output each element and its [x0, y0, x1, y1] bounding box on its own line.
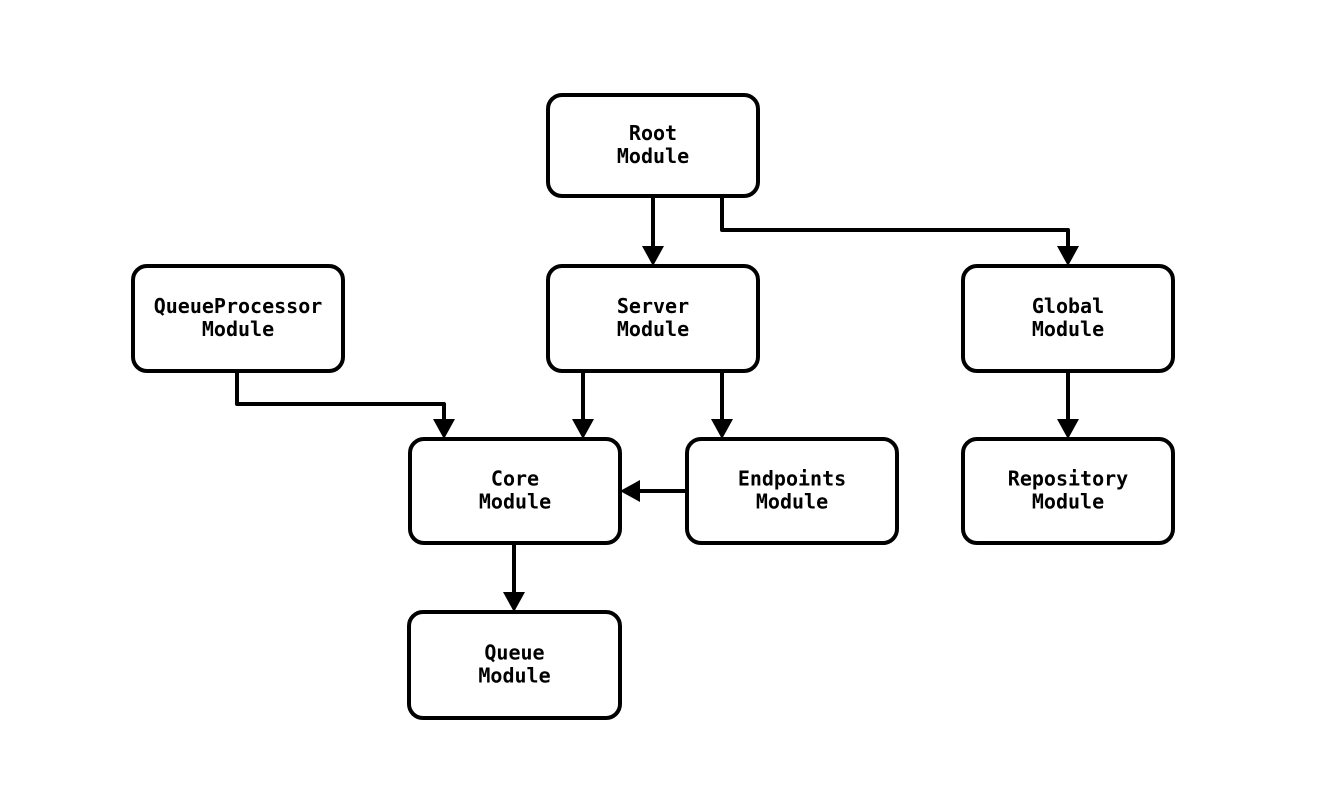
arrowhead-icon: [572, 419, 594, 439]
edge-line: [720, 196, 1070, 252]
arrowhead-icon: [1057, 246, 1079, 266]
nodes-layer: RootModuleQueueProcessorModuleServerModu…: [131, 93, 1175, 720]
node-label-line1: Root: [629, 121, 677, 145]
node-label-line1: Endpoints: [738, 467, 846, 491]
edge-root-to-global: [720, 196, 1079, 266]
node-label-line1: Global: [1032, 294, 1104, 318]
node-label-line2: Module: [1032, 490, 1104, 514]
edge-server-to-endpoints: [711, 371, 733, 439]
arrowhead-icon: [642, 246, 664, 266]
arrowhead-icon: [620, 480, 640, 502]
node-box[interactable]: [131, 264, 345, 373]
node-label-line1: Queue: [484, 641, 544, 665]
edge-line: [235, 371, 446, 425]
node-box[interactable]: [407, 610, 622, 720]
edge-global-to-repository: [1057, 371, 1079, 439]
edge-root-to-server: [642, 196, 664, 266]
node-box[interactable]: [546, 264, 760, 373]
edge-queueprocessor-to-core: [235, 371, 455, 439]
arrowhead-icon: [711, 419, 733, 439]
arrowhead-icon: [433, 419, 455, 439]
node-label-line1: Server: [617, 294, 689, 318]
arrowhead-icon: [503, 592, 525, 612]
node-label-line1: Repository: [1008, 467, 1128, 491]
node-label-line2: Module: [617, 317, 689, 341]
node-box[interactable]: [961, 264, 1175, 373]
node-label-line2: Module: [756, 490, 828, 514]
arrowhead-icon: [1057, 419, 1079, 439]
node-label-line2: Module: [617, 144, 689, 168]
node-box[interactable]: [408, 437, 622, 545]
node-label-line2: Module: [202, 317, 274, 341]
node-label-line2: Module: [479, 490, 551, 514]
node-label-line1: Core: [491, 467, 539, 491]
node-box[interactable]: [546, 93, 760, 198]
node-label-line1: QueueProcessor: [154, 294, 323, 318]
node-label-line2: Module: [1032, 317, 1104, 341]
node-label-line2: Module: [478, 664, 550, 688]
edge-core-to-queue: [503, 543, 525, 612]
node-box[interactable]: [961, 437, 1175, 545]
edge-server-to-core: [572, 371, 594, 439]
edges-layer: [235, 196, 1079, 612]
node-box[interactable]: [685, 437, 899, 545]
edge-endpoints-to-core: [620, 480, 687, 502]
